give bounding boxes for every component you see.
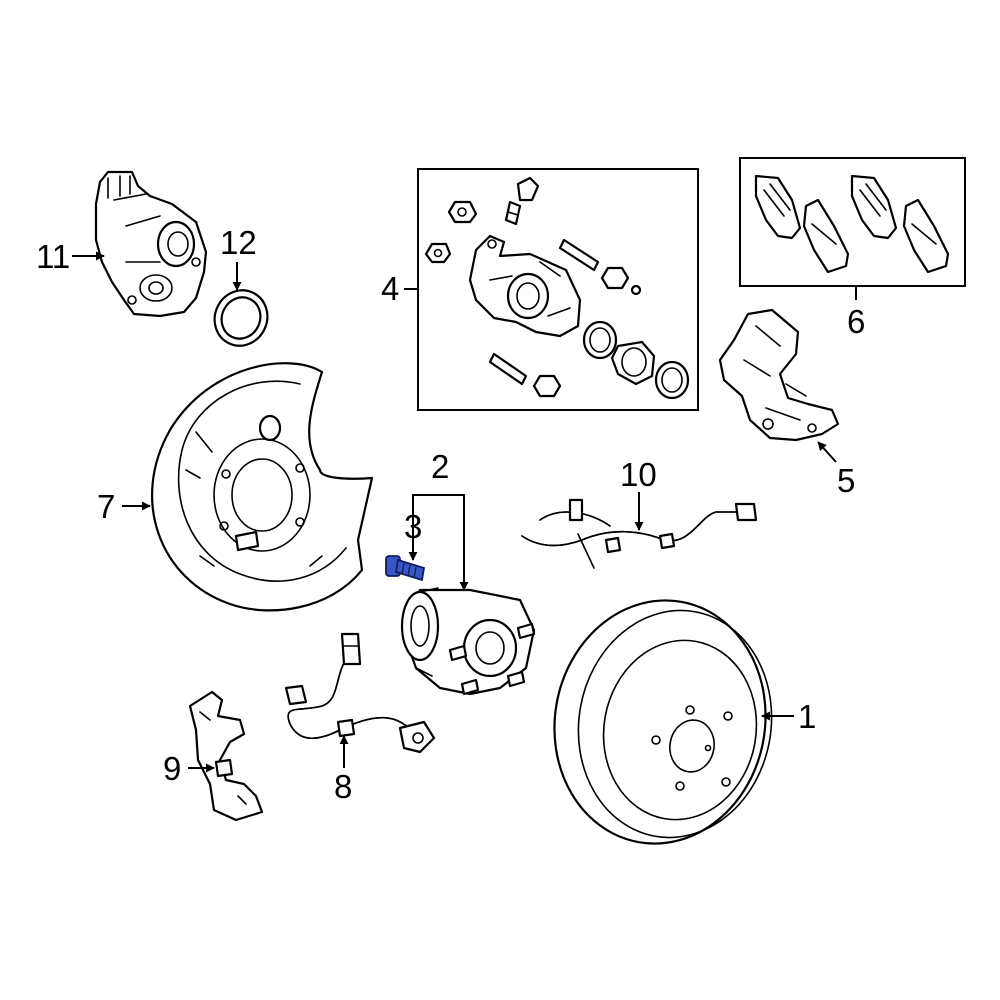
part-9-sensor-bracket[interactable]: [188, 690, 264, 822]
callout-7: 7: [97, 488, 115, 525]
part-3-hub-bolt[interactable]: [385, 555, 426, 582]
callout-10: 10: [620, 456, 657, 493]
callout-1: 1: [798, 698, 816, 735]
callout-11: 11: [36, 238, 70, 275]
callout-3: 3: [404, 508, 422, 545]
part-6-brake-pads[interactable]: [754, 174, 950, 274]
part-2-hub-bearing[interactable]: [400, 587, 536, 696]
pad-kit-box: [739, 157, 966, 287]
callout-labels: 1 2 3 4 5 6 7 8 9 10 11 12: [36, 224, 865, 805]
callout-6: 6: [847, 303, 865, 340]
part-10-wire-harness[interactable]: [521, 498, 758, 569]
leader-lines: [72, 251, 857, 773]
part-5-caliper-bracket[interactable]: [718, 308, 840, 442]
callout-12: 12: [220, 224, 257, 261]
callout-2: 2: [431, 448, 449, 485]
part-7-backing-plate[interactable]: [150, 362, 374, 612]
part-12-seal-ring[interactable]: [206, 282, 277, 355]
callout-4: 4: [381, 270, 399, 307]
part-1-brake-rotor[interactable]: [535, 584, 789, 861]
callout-8: 8: [334, 768, 352, 805]
callout-5: 5: [837, 462, 855, 499]
part-11-actuator[interactable]: [94, 170, 208, 318]
part-4-caliper-assembly[interactable]: [424, 176, 690, 400]
part-8-abs-sensor[interactable]: [284, 632, 436, 754]
callout-9: 9: [163, 750, 181, 787]
